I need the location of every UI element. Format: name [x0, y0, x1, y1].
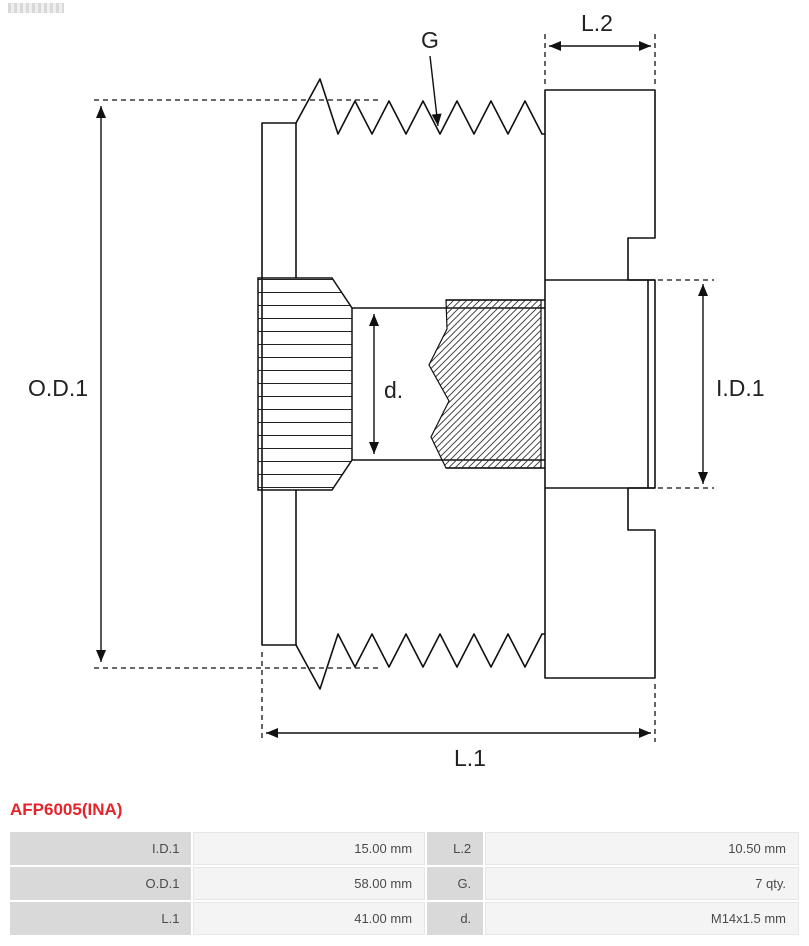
spec-label-l2: L.2 [427, 832, 484, 865]
extension-lines [94, 34, 714, 742]
dim-label-l2: L.2 [581, 10, 613, 36]
hub-knurl-section [257, 277, 353, 491]
dim-label-l1: L.1 [454, 745, 486, 771]
part-number-title: AFP6005(INA) [10, 800, 123, 819]
spec-row-1: I.D.1 15.00 mm L.2 10.50 mm [10, 832, 799, 865]
dimension-arrows [96, 41, 708, 738]
dim-label-od1: O.D.1 [28, 375, 88, 401]
spec-value-l1: 41.00 mm [193, 902, 426, 935]
technical-drawing: O.D.1 L.2 G I.D.1 d. L.1 [28, 10, 765, 771]
corner-watermark-logo [8, 3, 64, 13]
g-leader-line [429, 55, 442, 127]
spec-table: I.D.1 15.00 mm L.2 10.50 mm O.D.1 58.00 … [8, 830, 801, 937]
dim-label-g: G [421, 27, 439, 53]
thread-section [428, 299, 542, 469]
spec-row-3: L.1 41.00 mm d. M14x1.5 mm [10, 902, 799, 935]
spec-label-od1: O.D.1 [10, 867, 192, 900]
dim-label-id1: I.D.1 [716, 375, 765, 401]
bearing-race-block [545, 279, 655, 489]
thread-hatch-area [428, 299, 542, 469]
dimension-labels: O.D.1 L.2 G I.D.1 d. L.1 [28, 10, 765, 771]
spec-value-d: M14x1.5 mm [485, 902, 799, 935]
spec-value-l2: 10.50 mm [485, 832, 799, 865]
spec-value-od1: 58.00 mm [193, 867, 426, 900]
dim-label-d: d. [384, 377, 403, 403]
spec-label-g: G. [427, 867, 484, 900]
spec-label-l1: L.1 [10, 902, 192, 935]
hub-knurl-block [257, 277, 353, 491]
spec-value-g: 7 qty. [485, 867, 799, 900]
spec-row-2: O.D.1 58.00 mm G. 7 qty. [10, 867, 799, 900]
spec-label-id1: I.D.1 [10, 832, 192, 865]
spec-label-d: d. [427, 902, 484, 935]
spec-value-id1: 15.00 mm [193, 832, 426, 865]
